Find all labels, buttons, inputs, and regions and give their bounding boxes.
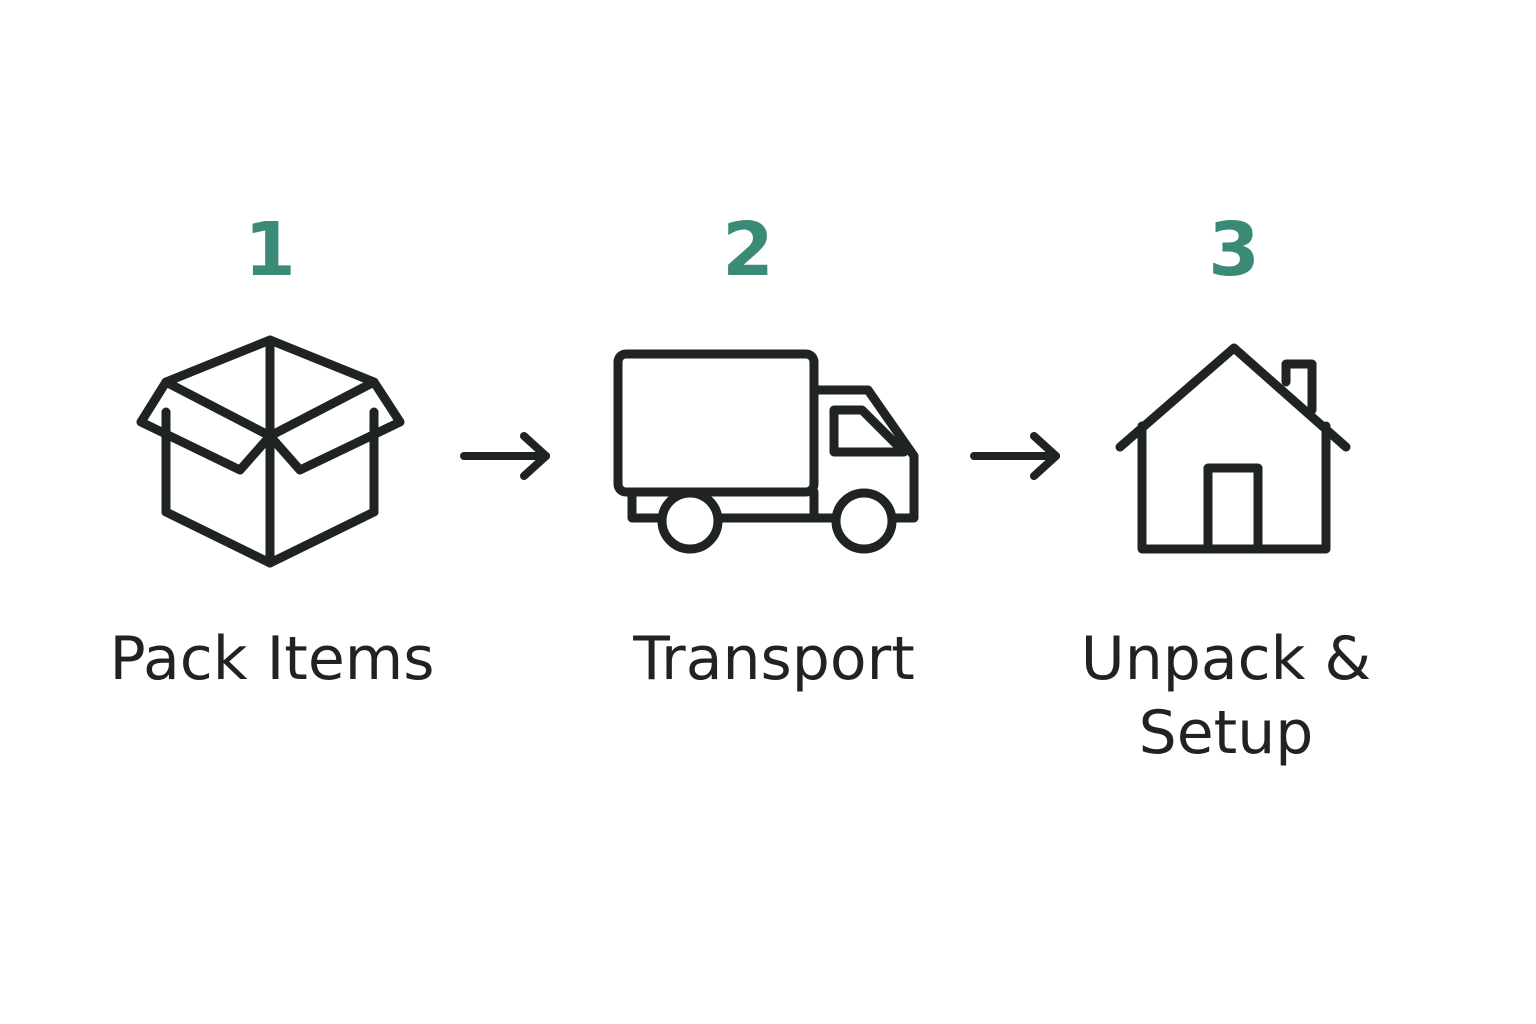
delivery-truck-icon [610,346,926,558]
step-1-number: 1 [244,207,296,293]
step-3-label: Unpack & Setup [1080,624,1372,768]
step-3-number: 3 [1208,207,1260,293]
step-1-label: Pack Items [109,624,435,694]
step-2-number: 2 [722,207,774,293]
open-box-icon [136,334,406,570]
right-arrow-icon [968,432,1068,480]
house-icon [1110,338,1356,558]
step-2-label: Transport [633,624,915,694]
right-arrow-icon [458,432,558,480]
